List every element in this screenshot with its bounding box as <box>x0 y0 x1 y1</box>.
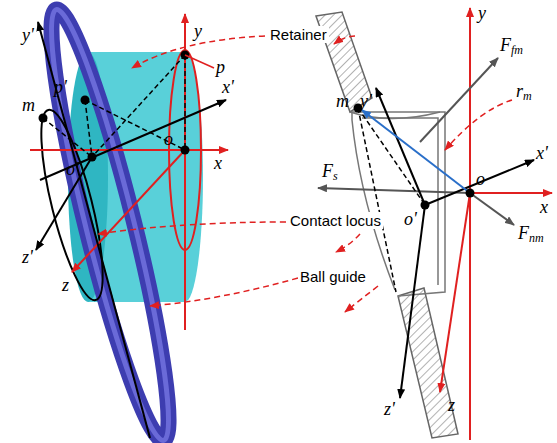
point-label: o' <box>66 160 79 178</box>
point-label: p <box>216 58 225 76</box>
callout-leaders <box>98 36 512 312</box>
axis-label: z' <box>22 248 33 266</box>
axis-label: z <box>448 396 455 414</box>
axis-label: z <box>62 276 69 294</box>
axis-label: x <box>540 198 548 216</box>
part-label: Ball guide <box>298 268 368 285</box>
point-label: m <box>336 92 349 110</box>
part-label: Contact locus <box>288 212 383 229</box>
axis-label: x <box>214 154 222 172</box>
point-label: o <box>164 130 173 148</box>
point-label: p' <box>54 78 67 96</box>
axis-label: x' <box>222 78 234 96</box>
left-axes <box>30 14 228 438</box>
force-label: Ffm <box>500 36 523 56</box>
force-label: Fs <box>322 162 338 182</box>
contact-locus-black <box>29 105 115 305</box>
vector-label: rm <box>516 82 532 102</box>
point-label: o' <box>404 210 417 228</box>
axis-label: y <box>478 4 486 22</box>
axis-label: y' <box>360 92 372 110</box>
axis-label: z' <box>384 400 395 418</box>
axis-label: y' <box>22 26 34 44</box>
point-label: o <box>476 170 485 188</box>
force-label: Fnm <box>518 224 544 244</box>
point-label: m <box>22 96 35 114</box>
axis-label: x' <box>536 144 548 162</box>
part-label: Retainer <box>268 26 329 43</box>
axis-label: y <box>194 22 202 40</box>
